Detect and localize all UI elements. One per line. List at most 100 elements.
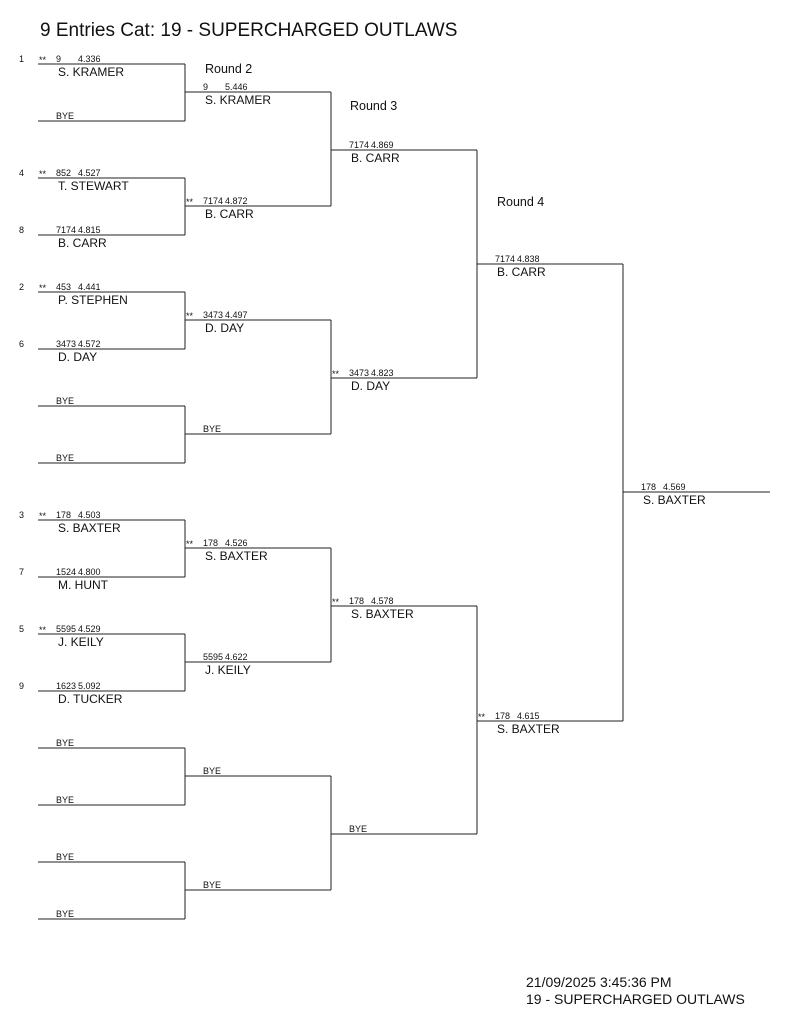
driver-name: B. CARR bbox=[497, 265, 546, 279]
driver-name: S. BAXTER bbox=[497, 722, 560, 736]
car-number: 3473 bbox=[56, 339, 76, 349]
car-number: 3473 bbox=[349, 368, 369, 378]
bye-label: BYE bbox=[56, 852, 74, 862]
qualifier-mark: ** bbox=[39, 283, 47, 293]
car-number: 178 bbox=[56, 510, 71, 520]
qualifier-mark: ** bbox=[332, 597, 340, 607]
bye-label: BYE bbox=[56, 909, 74, 919]
elapsed-time: 4.529 bbox=[78, 624, 101, 634]
seed-number: 9 bbox=[19, 681, 24, 691]
footer-datetime: 21/09/2025 3:45:36 PM bbox=[526, 974, 672, 990]
seed-number: 5 bbox=[19, 624, 24, 634]
car-number: 5595 bbox=[203, 652, 223, 662]
bye-label: BYE bbox=[203, 424, 221, 434]
bracket-lines bbox=[38, 63, 770, 920]
driver-name: S. BAXTER bbox=[643, 493, 706, 507]
seed-number: 4 bbox=[19, 168, 24, 178]
round-3-label: Round 3 bbox=[350, 99, 397, 113]
bye-label: BYE bbox=[56, 453, 74, 463]
driver-name: J. KEILY bbox=[205, 663, 251, 677]
driver-name: S. BAXTER bbox=[205, 549, 268, 563]
driver-name: S. KRAMER bbox=[58, 65, 124, 79]
elapsed-time: 4.572 bbox=[78, 339, 101, 349]
elapsed-time: 4.823 bbox=[371, 368, 394, 378]
driver-name: T. STEWART bbox=[58, 179, 129, 193]
qualifier-mark: ** bbox=[39, 55, 47, 65]
elapsed-time: 4.497 bbox=[225, 310, 248, 320]
bye-label: BYE bbox=[203, 766, 221, 776]
round-4-label: Round 4 bbox=[497, 195, 544, 209]
driver-name: P. STEPHEN bbox=[58, 293, 128, 307]
elapsed-time: 4.815 bbox=[78, 225, 101, 235]
driver-name: S. BAXTER bbox=[58, 521, 121, 535]
driver-name: J. KEILY bbox=[58, 635, 104, 649]
elapsed-time: 4.503 bbox=[78, 510, 101, 520]
page-title: 9 Entries Cat: 19 - SUPERCHARGED OUTLAWS bbox=[40, 20, 458, 41]
driver-name: B. CARR bbox=[351, 151, 400, 165]
qualifier-mark: ** bbox=[186, 197, 194, 207]
qualifier-mark: ** bbox=[186, 539, 194, 549]
seed-number: 8 bbox=[19, 225, 24, 235]
qualifier-mark: ** bbox=[39, 511, 47, 521]
car-number: 1524 bbox=[56, 567, 76, 577]
elapsed-time: 4.869 bbox=[371, 140, 394, 150]
driver-name: D. TUCKER bbox=[58, 692, 123, 706]
qualifier-mark: ** bbox=[39, 169, 47, 179]
elapsed-time: 4.526 bbox=[225, 538, 248, 548]
car-number: 7174 bbox=[349, 140, 369, 150]
driver-name: S. KRAMER bbox=[205, 93, 271, 107]
elapsed-time: 4.800 bbox=[78, 567, 101, 577]
round-2-label: Round 2 bbox=[205, 62, 252, 76]
elapsed-time: 4.622 bbox=[225, 652, 248, 662]
footer: 21/09/2025 3:45:36 PM 19 - SUPERCHARGED … bbox=[526, 974, 745, 1008]
seed-number: 7 bbox=[19, 567, 24, 577]
bye-label: BYE bbox=[56, 795, 74, 805]
driver-name: D. DAY bbox=[351, 379, 390, 393]
car-number: 852 bbox=[56, 168, 71, 178]
car-number: 5595 bbox=[56, 624, 76, 634]
car-number: 9 bbox=[56, 54, 61, 64]
bye-label: BYE bbox=[56, 111, 74, 121]
car-number: 7174 bbox=[495, 254, 515, 264]
elapsed-time: 4.441 bbox=[78, 282, 101, 292]
driver-name: B. CARR bbox=[58, 236, 107, 250]
elapsed-time: 4.838 bbox=[517, 254, 540, 264]
driver-name: M. HUNT bbox=[58, 578, 109, 592]
elapsed-time: 4.336 bbox=[78, 54, 101, 64]
car-number: 7174 bbox=[203, 196, 223, 206]
footer-category: 19 - SUPERCHARGED OUTLAWS bbox=[526, 991, 745, 1007]
elapsed-time: 4.615 bbox=[517, 711, 540, 721]
elapsed-time: 4.578 bbox=[371, 596, 394, 606]
qualifier-mark: ** bbox=[332, 369, 340, 379]
elapsed-time: 4.872 bbox=[225, 196, 248, 206]
bye-label: BYE bbox=[349, 824, 367, 834]
car-number: 178 bbox=[495, 711, 510, 721]
driver-name: D. DAY bbox=[58, 350, 97, 364]
qualifier-mark: ** bbox=[39, 625, 47, 635]
seed-number: 3 bbox=[19, 510, 24, 520]
qualifier-mark: ** bbox=[186, 311, 194, 321]
driver-name: D. DAY bbox=[205, 321, 244, 335]
seed-number: 2 bbox=[19, 282, 24, 292]
car-number: 178 bbox=[203, 538, 218, 548]
driver-name: B. CARR bbox=[205, 207, 254, 221]
car-number: 178 bbox=[349, 596, 364, 606]
elapsed-time: 5.446 bbox=[225, 82, 248, 92]
car-number: 7174 bbox=[56, 225, 76, 235]
car-number: 1623 bbox=[56, 681, 76, 691]
bye-label: BYE bbox=[56, 738, 74, 748]
elapsed-time: 4.527 bbox=[78, 168, 101, 178]
elapsed-time: 5.092 bbox=[78, 681, 101, 691]
elapsed-time: 4.569 bbox=[663, 482, 686, 492]
seed-number: 6 bbox=[19, 339, 24, 349]
bye-label: BYE bbox=[203, 880, 221, 890]
driver-name: S. BAXTER bbox=[351, 607, 414, 621]
seed-number: 1 bbox=[19, 54, 24, 64]
car-number: 178 bbox=[641, 482, 656, 492]
car-number: 3473 bbox=[203, 310, 223, 320]
bye-label: BYE bbox=[56, 396, 74, 406]
car-number: 9 bbox=[203, 82, 208, 92]
car-number: 453 bbox=[56, 282, 71, 292]
